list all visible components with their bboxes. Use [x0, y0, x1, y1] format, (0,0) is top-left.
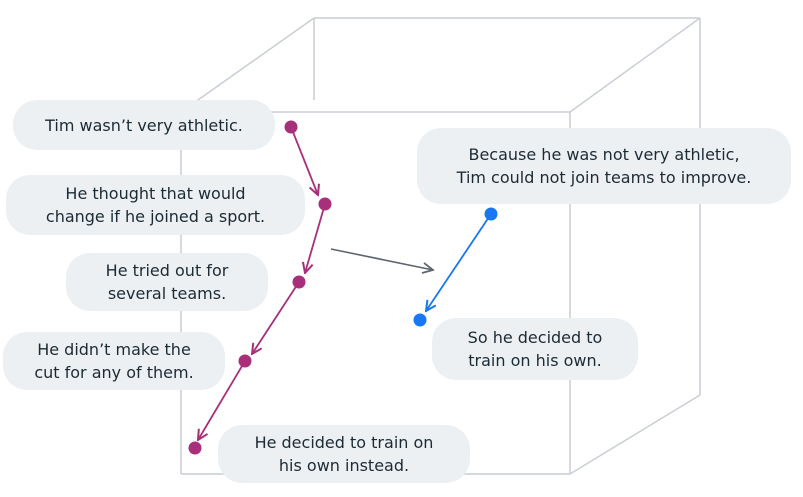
- right-story-points: [413, 207, 498, 327]
- right-chain-arrow: [426, 213, 492, 311]
- right-sentence-1-line-2: Tim could not join teams to improve.: [456, 168, 752, 187]
- left-sentence-5: He decided to train on his own instead.: [218, 425, 470, 483]
- left-story-points: [188, 120, 332, 455]
- left-sentence-1-line-1: Tim wasn’t very athletic.: [45, 115, 243, 135]
- left-sentence-4-line-1: He didn’t make the: [37, 340, 191, 359]
- cube-diagonal-top-right: [569, 17, 701, 113]
- left-chain-arrow-4: [198, 360, 246, 440]
- left-story-chain: [198, 126, 326, 440]
- left-sentence-4-line-2: cut for any of them.: [34, 363, 194, 382]
- left-point-3: [292, 275, 306, 289]
- right-point-2: [413, 313, 427, 327]
- left-sentence-3-line-2: several teams.: [107, 284, 227, 303]
- right-point-1: [484, 207, 498, 221]
- cube-wireframe: [180, 17, 701, 475]
- right-sentence-1: Because he was not very athletic, Tim co…: [417, 128, 791, 204]
- left-point-2: [318, 197, 332, 211]
- left-sentence-2-line-2: change if he joined a sport.: [45, 207, 266, 226]
- right-sentence-1-line-1: Because he was not very athletic,: [468, 145, 740, 164]
- left-point-4: [238, 354, 252, 368]
- left-sentence-2-line-1: He thought that would: [65, 184, 246, 203]
- left-point-5: [188, 441, 202, 455]
- left-sentence-3: He tried out for several teams.: [66, 253, 268, 311]
- right-sentence-2: So he decided to train on his own.: [432, 318, 638, 380]
- left-sentence-5-line-2: his own instead.: [278, 456, 410, 475]
- left-sentence-2: He thought that would change if he joine…: [6, 175, 305, 235]
- left-sentence-5-line-1: He decided to train on: [254, 433, 434, 452]
- right-sentence-2-line-1: So he decided to: [467, 328, 603, 347]
- left-sentence-3-line-1: He tried out for: [105, 261, 229, 280]
- left-chain-arrow-1: [290, 126, 318, 195]
- cube-diagonal-bottom-right: [569, 394, 701, 475]
- left-sentence-1: Tim wasn’t very athletic.: [13, 100, 275, 150]
- mapping-arrow: [330, 248, 433, 270]
- left-chain-arrow-2: [305, 203, 326, 273]
- left-chain-arrow-3: [252, 281, 300, 354]
- cube-diagonal-top-left: [180, 17, 315, 113]
- left-sentence-4: He didn’t make the cut for any of them.: [3, 332, 225, 390]
- left-point-1: [284, 120, 298, 134]
- right-sentence-2-line-2: train on his own.: [468, 351, 602, 370]
